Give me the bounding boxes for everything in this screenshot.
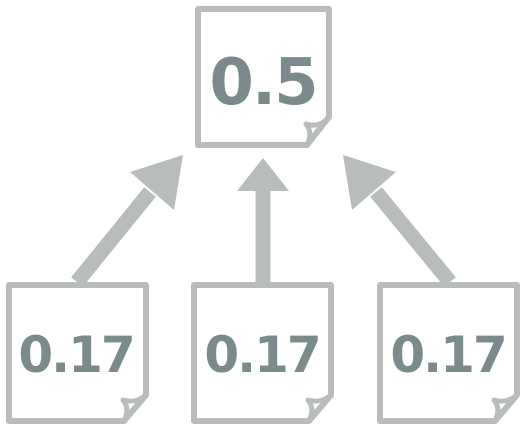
- document-icon: [195, 6, 332, 148]
- bottom-node-value: 0.17: [390, 326, 505, 384]
- document-icon: [377, 282, 520, 424]
- document-icon: [191, 282, 334, 424]
- top-node: 0.5: [195, 6, 332, 148]
- arrow-up-icon: [237, 158, 289, 283]
- document-icon: [6, 282, 149, 424]
- arrow-up-icon: [71, 155, 183, 287]
- page-curl-icon: [491, 393, 519, 423]
- top-node-value: 0.5: [209, 46, 316, 120]
- bottom-node-right: 0.17: [377, 282, 520, 424]
- page-curl-icon: [305, 393, 333, 423]
- arrow-up-icon: [343, 155, 456, 287]
- arrows-group: [71, 155, 456, 287]
- page-curl-icon: [120, 393, 148, 423]
- bottom-node-value: 0.17: [18, 326, 133, 384]
- bottom-node-value: 0.17: [204, 326, 319, 384]
- page-curl-icon: [303, 115, 331, 147]
- bottom-node-center: 0.17: [191, 282, 334, 424]
- bottom-node-left: 0.17: [6, 282, 149, 424]
